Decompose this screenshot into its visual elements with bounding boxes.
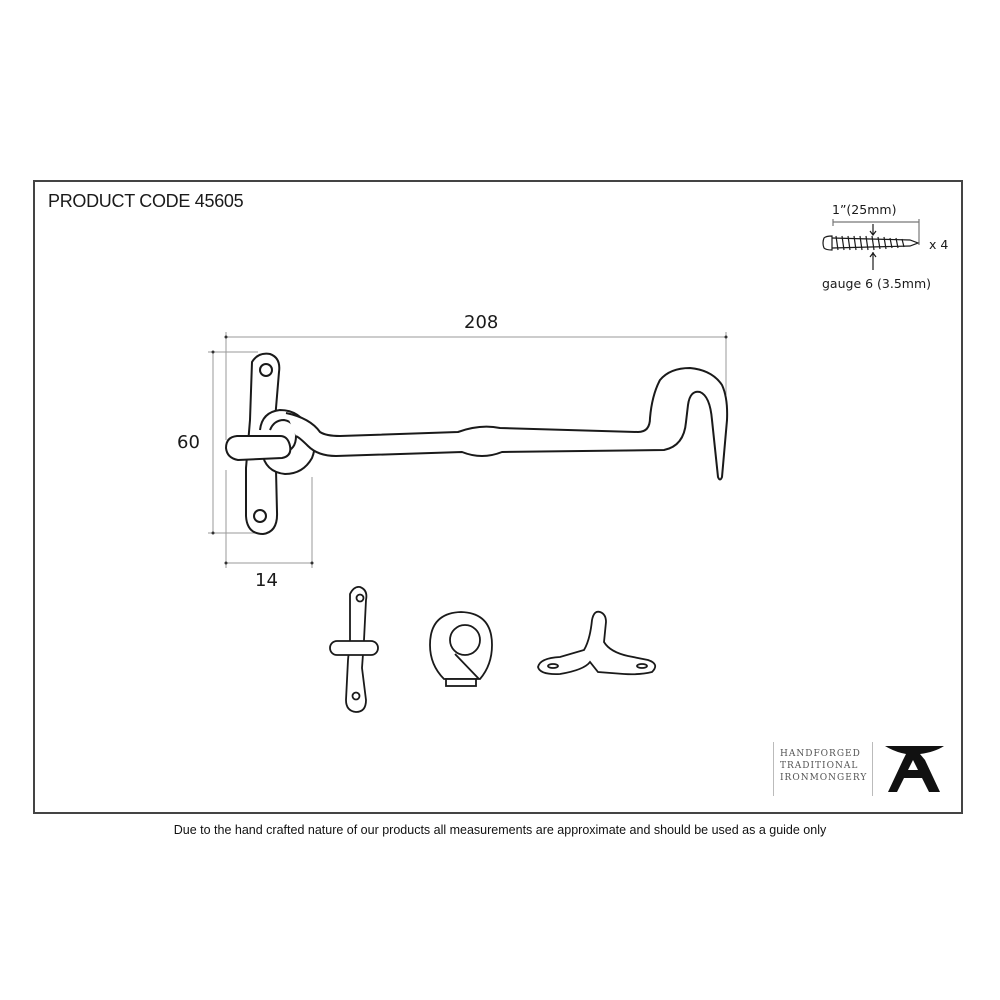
dimension-lines [208,332,727,568]
screw-quantity-label: x 4 [929,237,949,252]
dimension-depth-label: 14 [255,570,278,591]
brand-logo-text: HANDFORGED TRADITIONAL IRONMONGERY [773,742,873,796]
hook-and-eye-front-view [225,352,729,535]
drawing-frame [33,180,963,814]
staple-top-view [537,610,657,676]
anvil-icon [885,746,944,792]
brand-line-2: TRADITIONAL [780,761,859,771]
screw-length-label: 1”(25mm) [832,202,897,217]
staple-side-view [329,585,379,713]
screw-icon [822,219,920,270]
measurement-disclaimer: Due to the hand crafted nature of our pr… [173,823,827,837]
brand-line-1: HANDFORGED [780,749,861,759]
eye-end-view [429,611,493,687]
brand-line-3: IRONMONGERY [780,773,868,783]
dimension-length-label: 208 [464,312,499,333]
product-code-title: PRODUCT CODE 45605 [48,191,244,211]
screw-gauge-label: gauge 6 (3.5mm) [822,276,932,291]
dimension-height-label: 60 [177,432,200,453]
